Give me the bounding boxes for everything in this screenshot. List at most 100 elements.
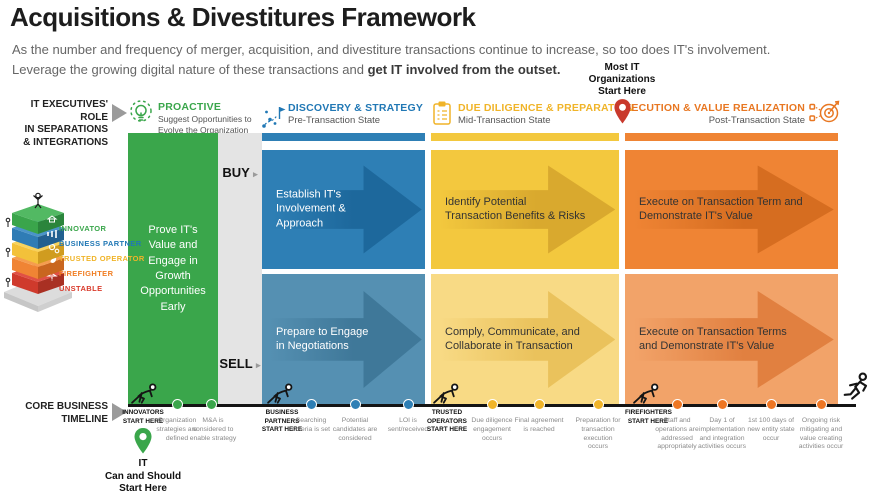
milestone-label: Day 1 of implementation and integration … bbox=[698, 417, 746, 451]
milestone-dot bbox=[534, 399, 545, 410]
due-diligence-column-bar bbox=[431, 133, 619, 141]
execution-column-bar bbox=[625, 133, 838, 141]
sell-label: SELL ▸ bbox=[218, 356, 262, 371]
phase-due-diligence-subtitle: Mid-Transaction State bbox=[458, 115, 551, 126]
runner-finish-icon bbox=[842, 372, 874, 406]
subtitle-line2: Leverage the growing digital nature of t… bbox=[12, 61, 368, 77]
milestone-label: Staff and operations are addressed appro… bbox=[655, 417, 699, 451]
most-it-line1: Most IT bbox=[604, 62, 640, 73]
milestone-label: 1st 100 days of new entity state occur bbox=[747, 417, 795, 442]
it-start-label: IT Can and Should Start Here bbox=[99, 458, 187, 492]
milestone-dot bbox=[403, 399, 414, 410]
milestone-dot bbox=[816, 399, 827, 410]
sell-arrow-icon: ▸ bbox=[256, 360, 261, 370]
role-header: IT EXECUTIVES' ROLE IN SEPARATIONS & INT… bbox=[6, 99, 108, 149]
phase-due-diligence-title: DUE DILIGENCE & PREPARATION bbox=[458, 102, 634, 114]
role-arrow-icon bbox=[112, 104, 127, 122]
milestone-dot bbox=[206, 399, 217, 410]
milestone-label: Due diligence engagement occurs bbox=[471, 417, 513, 442]
start-label-firefighters: FIREFIGHTERS START HERE bbox=[625, 409, 672, 425]
phase-execution-title: EXECUTION & VALUE REALIZATION bbox=[617, 102, 805, 114]
phase-proactive-subtitle: Suggest Opportunities to Evolve the Orga… bbox=[158, 114, 252, 135]
phase-discovery: DISCOVERY & STRATEGY Pre-Transaction Sta… bbox=[288, 102, 438, 127]
milestone-label: LOI is sent/received bbox=[387, 417, 429, 433]
milestone-dot bbox=[593, 399, 604, 410]
maturity-ladder-icon bbox=[4, 192, 72, 312]
proactive-block-text: Prove IT's Value and Engage in Growth Op… bbox=[140, 223, 206, 313]
milestone-dot bbox=[487, 399, 498, 410]
block-comply-communicate-text: Comply, Communicate, and Collaborate in … bbox=[445, 325, 580, 353]
red-map-pin-icon bbox=[613, 98, 632, 125]
phase-proactive: PROACTIVE Suggest Opportunities to Evolv… bbox=[158, 101, 276, 135]
block-prepare-negotiations-text: Prepare to Engage in Negotiations bbox=[276, 325, 369, 353]
phase-execution-subtitle: Post-Transaction State bbox=[708, 115, 805, 126]
sprinter-trusted-operators-icon bbox=[430, 383, 462, 405]
sell-text: SELL bbox=[219, 356, 253, 371]
milestone-dot bbox=[717, 399, 728, 410]
phase-discovery-subtitle: Pre-Transaction State bbox=[288, 115, 381, 126]
it-start-line3: Start Here bbox=[119, 483, 167, 492]
lightbulb-icon bbox=[130, 100, 152, 122]
milestone-label: Organization strategies are defined bbox=[156, 417, 198, 442]
milestone-dot bbox=[350, 399, 361, 410]
role-header-line1: IT EXECUTIVES' ROLE bbox=[30, 99, 108, 123]
strategy-path-icon bbox=[262, 107, 286, 128]
block-execute-term: Execute on Transaction Term and Demonstr… bbox=[625, 150, 838, 269]
clipboard-icon bbox=[433, 101, 451, 125]
block-execute-terms: Execute on Transaction Terms and Demonst… bbox=[625, 274, 838, 405]
victory-figure-icon bbox=[33, 192, 43, 209]
milestone-dot bbox=[766, 399, 777, 410]
page-title: Acquisitions & Divestitures Framework bbox=[10, 2, 476, 32]
ladder-label-innovator: INNOVATOR bbox=[59, 224, 107, 233]
it-start-line2: Can and Should bbox=[104, 470, 182, 482]
ladder-label-unstable: UNSTABLE bbox=[59, 284, 103, 293]
phase-discovery-title: DISCOVERY & STRATEGY bbox=[288, 102, 424, 114]
discovery-column-bar bbox=[262, 133, 425, 141]
page-subtitle: As the number and frequency of merger, a… bbox=[12, 40, 770, 79]
milestone-dot bbox=[306, 399, 317, 410]
block-establish-involvement-text: Establish IT's Involvement & Approach bbox=[276, 188, 346, 230]
most-it-start-label: Most IT Organizations Start Here bbox=[582, 62, 662, 98]
timeline-header-line1: CORE BUSINESS bbox=[25, 401, 108, 412]
milestone-dot bbox=[172, 399, 183, 410]
phase-proactive-title: PROACTIVE bbox=[158, 101, 222, 113]
subtitle-line2-bold: get IT involved from the outset. bbox=[367, 61, 561, 77]
ladder-label-trusted-operator: TRUSTED OPERATOR bbox=[59, 254, 145, 263]
most-it-line2: Organizations bbox=[588, 74, 656, 85]
block-execute-terms-text: Execute on Transaction Terms and Demonst… bbox=[639, 325, 787, 353]
block-identify-benefits: Identify Potential Transaction Benefits … bbox=[431, 150, 619, 269]
phase-due-diligence: DUE DILIGENCE & PREPARATION Mid-Transact… bbox=[458, 102, 638, 127]
block-identify-benefits-text: Identify Potential Transaction Benefits … bbox=[445, 195, 586, 223]
block-establish-involvement: Establish IT's Involvement & Approach bbox=[262, 150, 425, 269]
most-it-line3: Start Here bbox=[598, 86, 646, 97]
ladder-slab-innovator bbox=[12, 204, 64, 234]
timeline-arrow-icon bbox=[112, 403, 127, 421]
phase-execution: EXECUTION & VALUE REALIZATION Post-Trans… bbox=[560, 102, 805, 127]
milestone-label: Preparation for transaction execution oc… bbox=[575, 417, 621, 451]
ladder-label-firefighter: FIREFIGHTER bbox=[59, 269, 114, 278]
milestone-label: Ongoing risk mitigating and value creati… bbox=[798, 417, 844, 451]
proactive-column bbox=[128, 133, 218, 405]
it-start-line1: IT bbox=[138, 458, 148, 469]
start-label-trusted-operators: TRUSTED OPERATORS START HERE bbox=[426, 409, 468, 434]
start-label-business-partners: BUSINESS PARTNERS START HERE bbox=[261, 409, 303, 434]
ladder-label-business-partner: BUSINESS PARTNER bbox=[59, 239, 142, 248]
block-prepare-negotiations: Prepare to Engage in Negotiations bbox=[262, 274, 425, 405]
role-header-line3: & INTEGRATIONS bbox=[23, 136, 108, 148]
target-icon bbox=[809, 100, 840, 123]
buy-label: BUY ▸ bbox=[218, 165, 262, 180]
milestone-label: Potential candidates are considered bbox=[332, 417, 378, 442]
start-label-innovators: INNOVATORS START HERE bbox=[122, 409, 164, 425]
sprinter-innovators-icon bbox=[128, 383, 160, 405]
block-execute-term-text: Execute on Transaction Term and Demonstr… bbox=[639, 195, 803, 223]
role-header-line2: IN SEPARATIONS bbox=[24, 124, 108, 135]
milestone-dot bbox=[672, 399, 683, 410]
milestone-label: Searching criteria is set bbox=[291, 417, 331, 433]
green-map-pin-icon bbox=[133, 427, 153, 455]
sprinter-business-partners-icon bbox=[264, 383, 296, 405]
timeline-header: CORE BUSINESS TIMELINE bbox=[6, 401, 108, 426]
subtitle-line1: As the number and frequency of merger, a… bbox=[12, 42, 771, 57]
block-comply-communicate: Comply, Communicate, and Collaborate in … bbox=[431, 274, 619, 405]
buy-sell-strip bbox=[218, 133, 262, 405]
